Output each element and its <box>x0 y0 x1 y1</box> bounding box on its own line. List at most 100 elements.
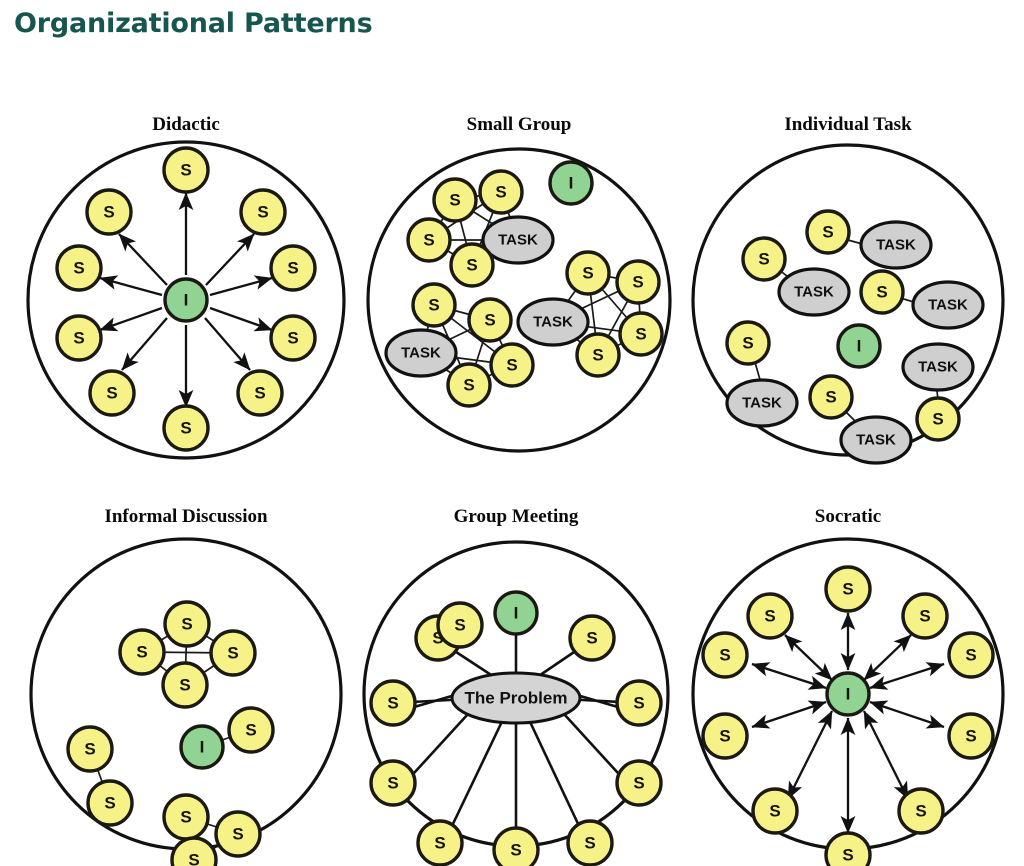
instructor-node[interactable]: I <box>493 590 539 636</box>
student-node[interactable]: S <box>824 565 872 613</box>
panel-title-socratic: Socratic <box>815 506 881 527</box>
instructor-node[interactable]: I <box>825 671 871 717</box>
student-node[interactable]: S <box>701 631 749 679</box>
student-node[interactable]: S <box>859 269 905 315</box>
student-node[interactable]: S <box>236 369 284 417</box>
student-node[interactable]: S <box>446 362 492 408</box>
student-node-label: S <box>466 256 477 275</box>
task-node[interactable]: TASK <box>481 215 555 265</box>
student-node[interactable]: S <box>575 332 621 378</box>
panel-title-informal-discussion: Informal Discussion <box>104 506 268 527</box>
panel-group-meeting[interactable]: Group Meeting The Problem S S S S S S S … <box>362 506 670 866</box>
student-node-label: S <box>103 203 114 222</box>
problem-node[interactable]: The Problem <box>450 671 582 725</box>
student-node[interactable]: S <box>741 236 787 282</box>
student-node[interactable]: S <box>163 600 211 648</box>
student-node-label: S <box>510 841 521 860</box>
panel-small-group[interactable]: Small Group <box>366 114 672 453</box>
student-node[interactable]: S <box>411 282 457 328</box>
student-node[interactable]: S <box>805 209 851 255</box>
student-node[interactable]: S <box>947 631 995 679</box>
student-node[interactable]: S <box>436 601 484 649</box>
student-node[interactable]: S <box>162 146 210 194</box>
student-node[interactable]: S <box>897 787 945 835</box>
panel-title-individual-task: Individual Task <box>784 114 912 135</box>
student-node-label: S <box>73 329 84 348</box>
student-node[interactable]: S <box>162 793 210 841</box>
student-node[interactable]: S <box>947 712 995 760</box>
student-node[interactable]: S <box>209 629 257 677</box>
student-node-label: S <box>104 794 115 813</box>
task-node[interactable]: TASK <box>859 220 933 270</box>
instructor-node-label: I <box>200 738 205 757</box>
student-node-label: S <box>842 846 853 865</box>
student-node[interactable]: S <box>86 779 134 827</box>
student-node[interactable]: S <box>915 396 961 442</box>
student-node[interactable]: S <box>615 759 663 807</box>
panel-individual-task[interactable]: Individual Task TASK TASK TASK TASK TASK… <box>691 114 1005 465</box>
task-node[interactable]: TASK <box>725 378 799 428</box>
task-node[interactable]: TASK <box>839 415 913 465</box>
student-node[interactable]: S <box>615 679 663 727</box>
student-node[interactable]: S <box>701 712 749 760</box>
student-node[interactable]: S <box>369 679 417 727</box>
student-node-label: S <box>84 740 95 759</box>
student-node[interactable]: S <box>406 217 452 263</box>
student-node[interactable]: S <box>566 819 614 866</box>
student-node[interactable]: S <box>66 725 114 773</box>
task-node[interactable]: TASK <box>384 328 458 378</box>
student-node[interactable]: S <box>162 404 210 452</box>
panel-didactic[interactable]: Didactic S S S S S S S S S S I <box>26 114 346 460</box>
student-node[interactable]: S <box>478 169 524 215</box>
student-node[interactable]: S <box>88 369 136 417</box>
task-node[interactable]: TASK <box>516 297 590 347</box>
student-node[interactable]: S <box>824 831 872 866</box>
student-node[interactable]: S <box>269 314 317 362</box>
student-node[interactable]: S <box>369 759 417 807</box>
student-node-label: S <box>915 802 926 821</box>
student-node-label: S <box>742 334 753 353</box>
student-node[interactable]: S <box>489 342 535 388</box>
student-node-label: S <box>825 388 836 407</box>
student-node[interactable]: S <box>239 188 287 236</box>
instructor-node[interactable]: I <box>163 277 209 323</box>
instructor-node[interactable]: I <box>548 160 594 206</box>
student-node[interactable]: S <box>269 244 317 292</box>
panel-title-group-meeting: Group Meeting <box>454 506 579 527</box>
student-node[interactable]: S <box>618 311 664 357</box>
student-node[interactable]: S <box>85 188 133 236</box>
student-node[interactable]: S <box>746 592 794 640</box>
task-node-label: TASK <box>876 237 916 254</box>
student-node[interactable]: S <box>432 177 478 223</box>
student-node[interactable]: S <box>751 787 799 835</box>
student-node[interactable]: S <box>170 836 218 866</box>
task-node[interactable]: TASK <box>901 342 975 392</box>
student-node-label: S <box>179 676 190 695</box>
student-node[interactable]: S <box>161 661 209 709</box>
student-node[interactable]: S <box>227 706 275 754</box>
student-node[interactable]: S <box>449 242 495 288</box>
student-node[interactable]: S <box>808 374 854 420</box>
task-node[interactable]: TASK <box>911 280 985 330</box>
student-node[interactable]: S <box>615 259 661 305</box>
student-node[interactable]: S <box>565 250 611 296</box>
task-node[interactable]: TASK <box>777 267 851 317</box>
student-node[interactable]: S <box>568 614 616 662</box>
student-node[interactable]: S <box>901 592 949 640</box>
student-node-label: S <box>463 376 474 395</box>
student-node[interactable]: S <box>492 826 540 866</box>
panel-informal-discussion[interactable]: Informal Discussion S S S S S S S S S <box>29 506 343 866</box>
student-node-label: S <box>919 607 930 626</box>
instructor-node[interactable]: I <box>179 724 225 770</box>
student-node-label: S <box>719 727 730 746</box>
student-node[interactable]: S <box>214 810 262 858</box>
panel-socratic[interactable]: Socratic S S S S S S S S S S I <box>691 506 1005 866</box>
student-node[interactable]: S <box>55 314 103 362</box>
student-node[interactable]: S <box>467 297 513 343</box>
student-node[interactable]: S <box>725 320 771 366</box>
student-node-label: S <box>432 629 443 648</box>
student-node[interactable]: S <box>118 628 166 676</box>
student-node[interactable]: S <box>416 819 464 866</box>
student-node[interactable]: S <box>55 244 103 292</box>
instructor-node[interactable]: I <box>836 323 882 369</box>
